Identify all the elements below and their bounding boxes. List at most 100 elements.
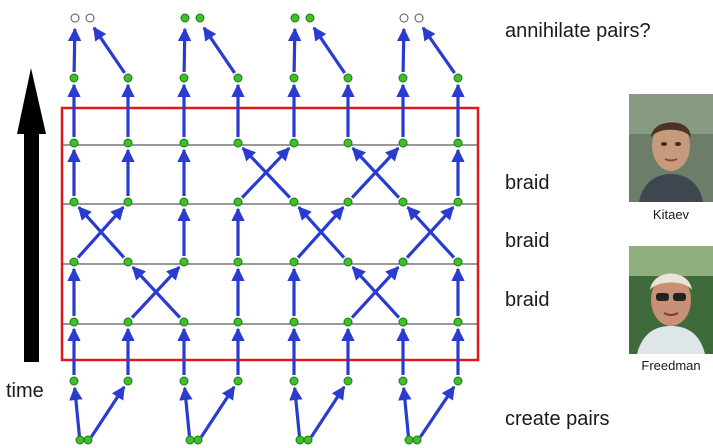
anyon-dot-25 [123, 257, 133, 267]
anyon-dot-24 [69, 257, 79, 267]
worldline-arrow-2 [179, 386, 193, 437]
anyon-dot-18 [179, 197, 189, 207]
anyon-dot-41 [123, 376, 133, 386]
worldline-arrow-37 [241, 146, 292, 199]
worldline-arrow-23 [351, 266, 401, 319]
anyon-dot-50 [185, 435, 195, 445]
anyon-dot-6 [398, 73, 408, 83]
braid-region-frame [60, 106, 480, 362]
anyon-dot-16 [69, 197, 79, 207]
anyon-dot-46 [398, 376, 408, 386]
anyon-dot-14 [398, 138, 408, 148]
worldline-arrow-39 [351, 147, 401, 199]
annihilate-pairs-label: annihilate pairs? [505, 20, 651, 42]
anyon-dot-29 [343, 257, 353, 267]
anyon-dot-37 [343, 317, 353, 327]
anyon-dot-17 [123, 197, 133, 207]
worldline-arrow-7 [419, 385, 456, 438]
time-label: time [6, 380, 44, 402]
create-pairs-label: create pairs [505, 408, 610, 430]
worldline-arrow-1 [89, 385, 126, 438]
anyon-dot-13 [343, 138, 353, 148]
worldline-arrows [67, 26, 465, 438]
worldline-arrow-49 [92, 26, 126, 74]
anyon-dot-9 [123, 138, 133, 148]
anyon-dot-49 [83, 435, 93, 445]
anyon-dot-32 [69, 317, 79, 327]
anyon-dot-8 [69, 138, 79, 148]
anyon-dot-3 [233, 73, 243, 83]
worldline-arrow-3 [199, 385, 236, 438]
anyon-dot-12 [289, 138, 299, 148]
anyon-dot-48 [75, 435, 85, 445]
anyon-dot-31 [453, 257, 463, 267]
anyon-dot-59 [195, 13, 205, 23]
anyon-dot-55 [412, 435, 422, 445]
anyon-dot-34 [179, 317, 189, 327]
freedman-caption: Freedman [641, 358, 701, 373]
worldline-arrow-55 [421, 26, 456, 74]
freedman-photo [629, 246, 713, 354]
worldline-arrow-5 [309, 385, 346, 438]
anyon-dot-47 [453, 376, 463, 386]
worldline-arrow-31 [406, 206, 456, 259]
worldline-arrow-27 [77, 206, 126, 259]
anyon-dot-44 [289, 376, 299, 386]
kitaev-photo [629, 94, 713, 202]
anyon-dot-61 [305, 13, 315, 23]
worldline-arrow-4 [289, 386, 303, 437]
anyon-dot-22 [398, 197, 408, 207]
worldline-arrow-6 [398, 386, 412, 437]
anyon-dot-60 [290, 13, 300, 23]
anyon-dot-19 [233, 197, 243, 207]
anyon-dot-21 [343, 197, 353, 207]
stage-separators [62, 144, 478, 325]
anyon-dot-26 [179, 257, 189, 267]
braid-label-2: braid [505, 230, 550, 252]
kitaev-caption: Kitaev [652, 207, 690, 222]
anyon-dot-1 [123, 73, 133, 83]
anyon-dot-20 [289, 197, 299, 207]
anyon-dot-0 [69, 73, 79, 83]
worldline-arrow-51 [202, 26, 236, 74]
anyon-dot-33 [123, 317, 133, 327]
worldline-arrow-29 [297, 206, 346, 259]
anyon-dot-43 [233, 376, 243, 386]
anyon-dot-4 [289, 73, 299, 83]
anyon-dot-2 [179, 73, 189, 83]
anyon-dot-27 [233, 257, 243, 267]
hollow-dot-62 [399, 13, 409, 23]
worldline-arrow-21 [131, 266, 182, 319]
anyon-dot-54 [404, 435, 414, 445]
anyon-dots [69, 13, 463, 445]
anyon-dot-58 [180, 13, 190, 23]
anyon-dot-35 [233, 317, 243, 327]
anyon-dot-7 [453, 73, 463, 83]
anyon-dot-51 [193, 435, 203, 445]
anyon-dot-53 [303, 435, 313, 445]
anyon-dot-36 [289, 317, 299, 327]
braid-label-1: braid [505, 172, 550, 194]
hollow-dot-63 [414, 13, 424, 23]
anyon-dot-15 [453, 138, 463, 148]
anyon-dot-10 [179, 138, 189, 148]
worldline-arrow-53 [312, 26, 346, 74]
hollow-dot-56 [70, 13, 80, 23]
time-arrow-icon [17, 68, 46, 362]
anyon-dot-5 [343, 73, 353, 83]
anyon-dot-38 [398, 317, 408, 327]
anyon-dot-52 [295, 435, 305, 445]
anyon-dot-39 [453, 317, 463, 327]
worldline-arrow-48 [67, 27, 82, 73]
worldline-arrow-52 [287, 27, 302, 73]
worldline-arrow-0 [69, 386, 83, 437]
anyon-dot-40 [69, 376, 79, 386]
anyon-dot-30 [398, 257, 408, 267]
hollow-dot-57 [85, 13, 95, 23]
braid-label-3: braid [505, 289, 550, 311]
anyon-dot-11 [233, 138, 243, 148]
anyon-dot-42 [179, 376, 189, 386]
worldline-arrow-50 [177, 27, 192, 73]
anyon-dot-28 [289, 257, 299, 267]
